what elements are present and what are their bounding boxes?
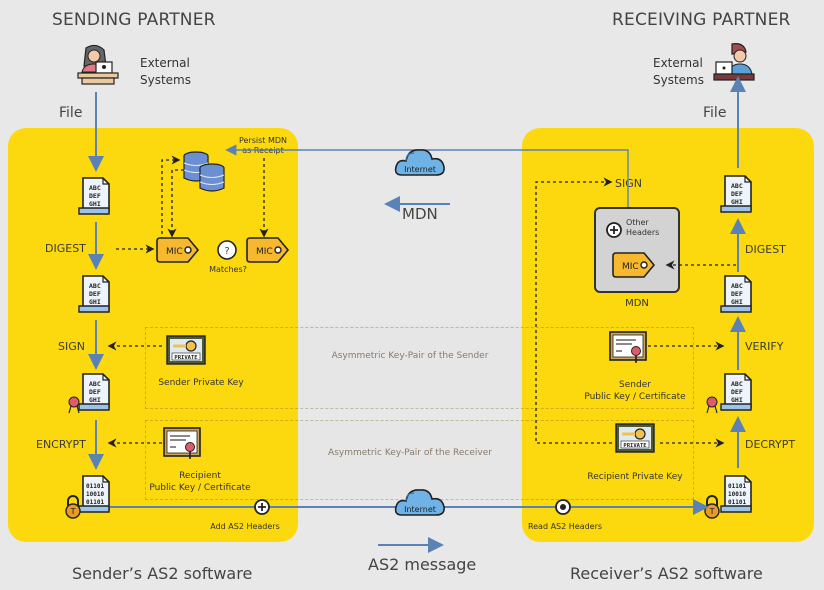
receiver-signature-seal-icon	[706, 396, 718, 414]
doc-text: GHI	[731, 198, 743, 206]
doc-text: DEF	[731, 190, 743, 198]
sender-software-label: Sender’s AS2 software	[72, 564, 253, 583]
sender-step-encrypt: ENCRYPT	[36, 438, 86, 451]
mic-text: MIC	[166, 247, 183, 257]
sender-keypair-frame	[145, 327, 694, 409]
other-headers-plus-icon	[606, 222, 622, 238]
doc-text: ABC	[731, 282, 743, 290]
binary-text: 10010	[728, 491, 746, 498]
recipient-certificate-icon	[163, 427, 201, 460]
receiver-keypair-band	[298, 420, 522, 498]
sending-partner-title: SENDING PARTNER	[52, 10, 216, 30]
recipient-private-key-icon	[614, 422, 656, 454]
sender-private-key-icon	[165, 334, 207, 366]
receiver-external-systems: External Systems	[653, 56, 704, 87]
receiver-person-icon	[713, 43, 755, 81]
add-as2-headers-label: Add AS2 Headers	[210, 522, 280, 531]
binary-text: 01101	[728, 499, 746, 506]
database-icon	[183, 151, 225, 192]
doc-text: GHI	[89, 200, 101, 208]
add-headers-plus-icon	[254, 499, 270, 515]
question-icon: ?	[217, 240, 237, 260]
mic-text: MIC	[256, 247, 273, 257]
as2-message-label: AS2 message	[368, 555, 477, 574]
doc-text: DEF	[89, 192, 101, 200]
lock-icon	[65, 495, 81, 519]
mic-text: MIC	[622, 262, 639, 272]
doc-text: GHI	[89, 396, 101, 404]
binary-text: 01101	[86, 499, 104, 506]
doc-text: DEF	[731, 388, 743, 396]
internet-label-as2: Internet	[404, 505, 436, 514]
doc-text: DEF	[89, 388, 101, 396]
recipient-private-key-label: Recipient Private Key	[587, 472, 683, 482]
svg-text:?: ?	[224, 246, 229, 257]
doc-text: DEF	[731, 290, 743, 298]
doc-text: ABC	[89, 380, 101, 388]
sender-step-digest: DIGEST	[45, 242, 86, 255]
sender-keypair-label: Asymmetric Key-Pair of the Sender	[331, 351, 489, 361]
receiver-keypair-label: Asymmetric Key-Pair of the Receiver	[328, 448, 492, 458]
sender-step-sign: SIGN	[58, 340, 85, 353]
doc-text: GHI	[89, 298, 101, 306]
binary-text: 01101	[86, 483, 104, 490]
signature-seal-icon	[68, 396, 80, 414]
recipient-cert-label: Recipient Public Key / Certificate	[149, 471, 251, 493]
read-headers-target-icon	[555, 499, 571, 515]
receiver-file-label: File	[703, 105, 727, 121]
doc-text: GHI	[731, 396, 743, 404]
sender-certificate-icon	[609, 331, 647, 364]
doc-text: ABC	[731, 380, 743, 388]
doc-text: ABC	[89, 282, 101, 290]
receiver-software-panel	[522, 128, 814, 542]
mdn-box	[594, 207, 680, 293]
receiver-lock-icon	[704, 495, 720, 519]
matches-label: Matches?	[209, 265, 247, 274]
receiver-step-decrypt: DECRYPT	[745, 438, 796, 451]
binary-text: 01101	[728, 483, 746, 490]
mdn-box-label: MDN	[625, 298, 649, 309]
sender-keypair-band	[298, 325, 522, 407]
receiver-step-digest: DIGEST	[745, 243, 786, 256]
sender-cert-label: Sender Public Key / Certificate	[584, 380, 686, 402]
sender-external-systems: External Systems	[140, 56, 191, 87]
other-headers-label: Other Headers	[626, 218, 660, 237]
receiver-software-label: Receiver’s AS2 software	[570, 564, 763, 583]
sender-person-icon	[77, 44, 119, 85]
doc-text: DEF	[89, 290, 101, 298]
receiving-partner-title: RECEIVING PARTNER	[612, 10, 791, 30]
sender-software-panel	[8, 128, 298, 542]
internet-label-mdn: Internet	[404, 165, 436, 174]
binary-text: 10010	[86, 491, 104, 498]
sender-private-key-label: Sender Private Key	[158, 378, 244, 388]
doc-text: GHI	[731, 298, 743, 306]
mdn-flow-label: MDN	[402, 205, 438, 223]
sender-file-label: File	[59, 105, 83, 121]
read-as2-headers-label: Read AS2 Headers	[527, 522, 603, 531]
doc-text: ABC	[731, 182, 743, 190]
doc-text: ABC	[89, 184, 101, 192]
receiver-step-verify: VERIFY	[745, 340, 784, 353]
